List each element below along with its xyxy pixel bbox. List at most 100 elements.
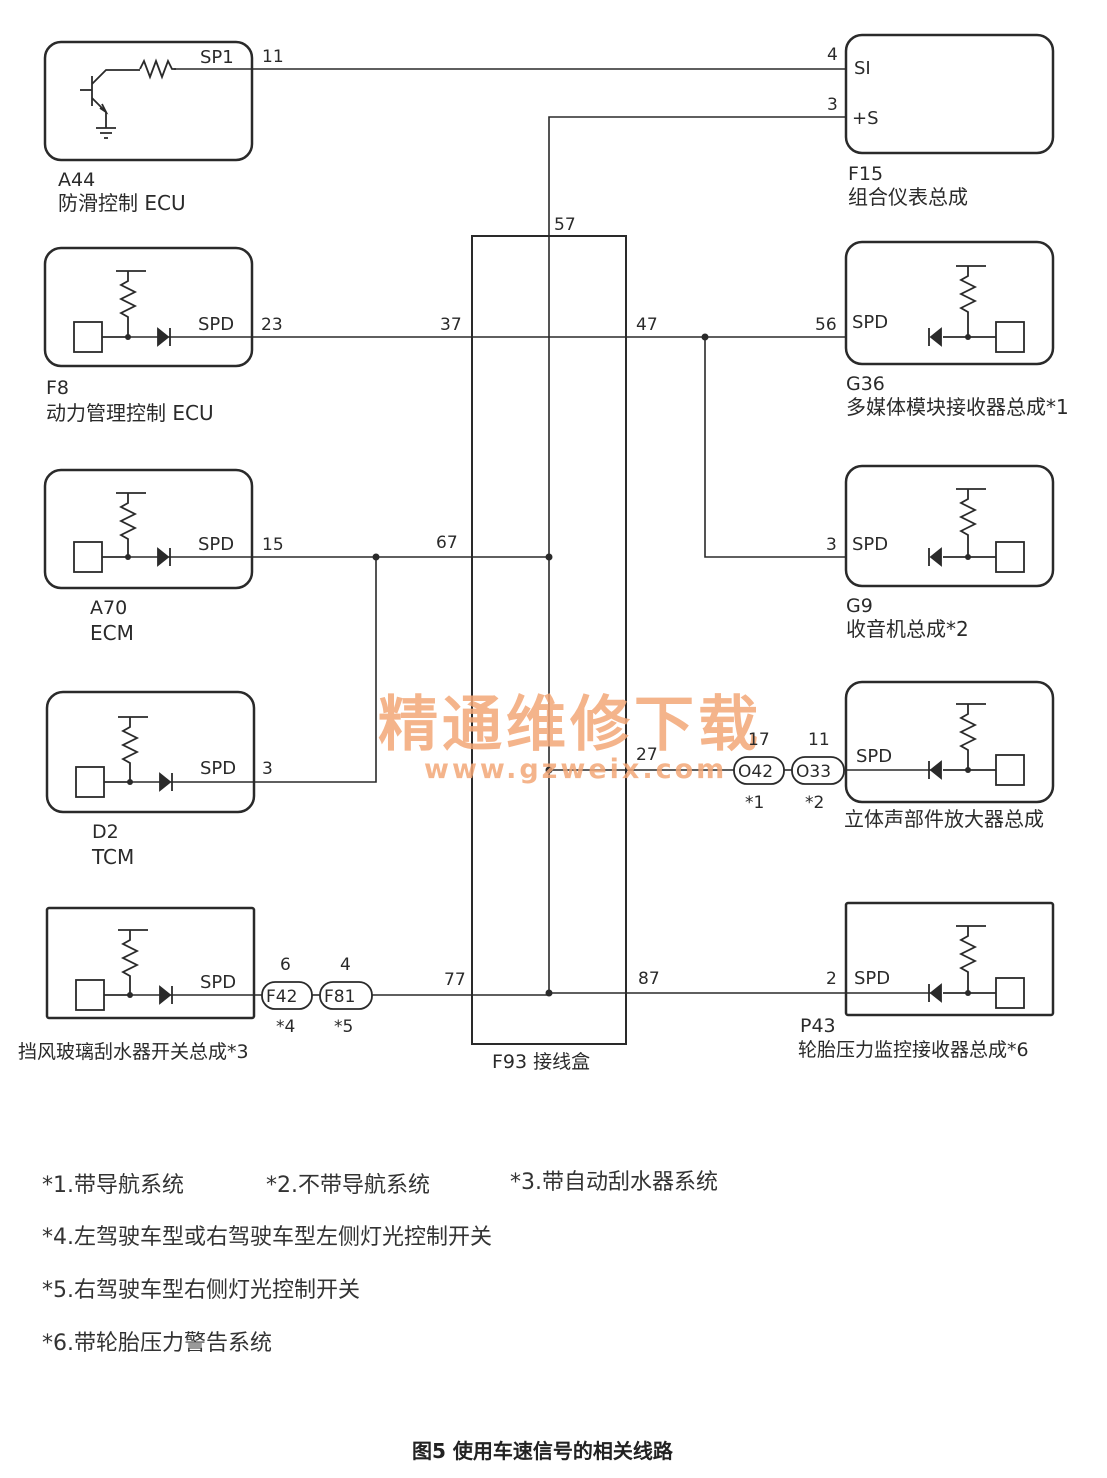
junction-name: F93 接线盒 [492,1051,590,1073]
node-dot [965,767,971,773]
o33-note: *2 [805,793,824,813]
f81-note: *5 [334,1017,353,1037]
g36-input-circuit [928,265,1025,353]
o42-connector-label: O42 [738,762,773,782]
junction-pin-87: 87 [638,969,660,989]
node-dot [125,554,131,560]
amp-box [844,680,1055,804]
a70-name: ECM [90,621,134,645]
a44-code: A44 [58,169,95,191]
amp-signal-label: SPD [856,746,892,767]
o33-connector-label: O33 [796,762,831,782]
connector-o33 [791,756,845,785]
amp-name: 立体声部件放大器总成 [844,807,1044,831]
junction-pin-47: 47 [636,315,658,335]
f8-pin-label: 23 [261,315,283,335]
g36-code: G36 [846,373,885,395]
connector-f42 [261,981,313,1010]
d2-name: TCM [91,845,134,869]
f8-code: F8 [46,377,69,399]
g36-pin-label: 56 [815,315,837,335]
f8-name: 动力管理控制 ECU [46,401,214,425]
f8-signal-label: SPD [198,314,234,335]
splice-dot [701,333,709,341]
o42-note: *1 [745,793,764,813]
splice-dot [545,766,553,774]
p43-pin-label: 2 [826,969,837,989]
d2-code: D2 [92,821,119,843]
wires [128,68,936,996]
o33-pin-label: 11 [808,730,830,750]
wiper-name: 挡风玻璃刮水器开关总成*3 [18,1041,249,1063]
watermark-main: 精通维修下载 [378,690,762,760]
a70-signal-label: SPD [198,534,234,555]
note-1: *1.带导航系统 [42,1173,184,1198]
f15-s-label: +S [852,108,879,129]
connector-f81 [319,981,373,1010]
g9-signal-label: SPD [852,534,888,555]
p43-code: P43 [800,1015,836,1037]
f15-s-pin: 3 [827,95,838,115]
note-6: *6.带轮胎压力警告系统 [42,1331,272,1356]
f8-box [43,246,254,368]
a44-box [43,40,254,162]
p43-box [844,901,1055,1017]
node-dot [127,779,133,785]
g36-signal-label: SPD [852,312,888,333]
node-dot [125,334,131,340]
node-dot [965,990,971,996]
f15-box [844,33,1055,155]
g9-pin-label: 3 [826,535,837,555]
d2-box [45,690,256,814]
a44-pin-label: 11 [262,47,284,67]
junction-pin-77: 77 [444,970,466,990]
junction-pin-37: 37 [440,315,462,335]
a70-box [43,468,254,590]
wiper-input-circuit [75,929,173,1011]
note-4: *4.左驾驶车型或右驾驶车型左侧灯光控制开关 [42,1225,492,1250]
g9-name: 收音机总成*2 [846,617,969,641]
f8-input-circuit [73,270,171,353]
g9-code: G9 [846,595,873,617]
wire-plus-s [548,116,846,993]
d2-input-circuit [75,716,173,798]
amp-input-circuit [928,703,1025,786]
node-dot [965,554,971,560]
junction-pin-27: 27 [636,745,658,765]
note-5: *5.右驾驶车型右侧灯光控制开关 [42,1278,360,1303]
a70-pin-label: 15 [262,535,284,555]
transistor-icon [80,58,176,139]
o42-pin-label: 17 [748,730,770,750]
watermark-url: www.gzweix.com [424,754,727,785]
f15-name: 组合仪表总成 [848,185,968,209]
splice-dot [372,553,380,561]
wiper-signal-label: SPD [200,972,236,993]
note-3: *3.带自动刮水器系统 [510,1170,718,1195]
node-dot [127,992,133,998]
f42-connector-label: F42 [266,987,297,1007]
splice-dot [545,989,553,997]
wire-g9 [704,337,846,558]
f15-code: F15 [848,163,883,185]
junction-pin-57: 57 [554,215,576,235]
a44-signal-label: SP1 [200,47,234,68]
f15-si-pin: 4 [827,45,838,65]
f81-pin-label: 4 [340,955,351,975]
f15-si-label: SI [854,58,871,79]
g9-box [844,464,1055,588]
a70-code: A70 [90,597,127,619]
g36-box [844,240,1055,366]
a44-name: 防滑控制 ECU [58,191,186,215]
p43-name: 轮胎压力监控接收器总成*6 [798,1039,1029,1061]
g9-input-circuit [928,488,1025,573]
figure-caption: 图5 使用车速信号的相关线路 [412,1439,674,1463]
p43-signal-label: SPD [854,968,890,989]
f42-note: *4 [276,1017,295,1037]
junction-pin-67: 67 [436,533,458,553]
splice-dots [372,333,709,997]
wiper-box [45,906,256,1020]
f81-connector-label: F81 [324,987,355,1007]
node-dot [965,334,971,340]
a70-input-circuit [73,492,171,573]
